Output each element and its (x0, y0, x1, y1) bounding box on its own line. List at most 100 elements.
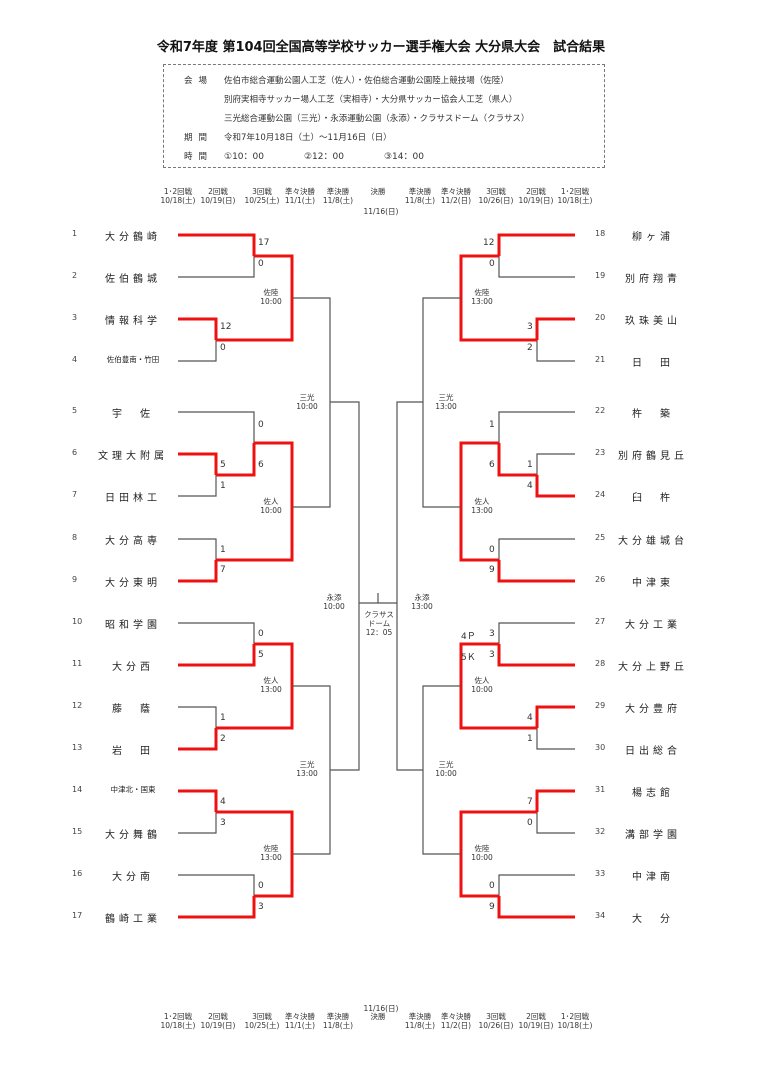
score-team-8: 1 (220, 545, 226, 555)
round-name: 準々決勝 (441, 187, 471, 196)
line-qf-right-a-bottom (422, 402, 461, 508)
line-team-8 (178, 538, 217, 560)
team-number: 8 (72, 533, 78, 542)
team-name: 大分豊府 (625, 704, 681, 715)
line-winner-8-9 (216, 507, 294, 562)
team-name: 日田林工 (105, 493, 161, 504)
team-name: 昭和学園 (105, 620, 161, 631)
line-winner-14-15 (216, 810, 294, 854)
venue-place: 三光 (438, 760, 454, 769)
line-team-13 (178, 728, 218, 751)
team-name: 大分工業 (625, 620, 681, 631)
final-venue-time: 12：05 (365, 628, 393, 637)
venue-row-3: 三光総合運動公園（三光）・永添運動公園（永添）・クラサスドーム（クラサス） (184, 112, 529, 124)
score-team-13: 2 (220, 734, 226, 744)
round-name: 2回戦 (208, 1012, 228, 1021)
team-number: 26 (595, 575, 606, 584)
round-date: 11/1(土) (284, 196, 316, 205)
round-date: 10/25(土) (244, 196, 280, 205)
final-date-bottom: 11/16(日) (363, 1004, 399, 1013)
team-number: 2 (72, 271, 78, 280)
line-winner-1-2 (254, 254, 294, 298)
team-name: 杵 築 (632, 409, 674, 420)
score-team-24: 4 (527, 481, 533, 491)
round-name: 2回戦 (208, 187, 228, 196)
round-name: 3回戦 (252, 1012, 272, 1021)
venue-time: 10:00 (260, 506, 282, 515)
round-date: 10/26(日) (478, 1021, 514, 1030)
score-team-6: 5 (220, 460, 226, 470)
team-name: 佐伯豊南・竹田 (106, 355, 160, 364)
round-date: 11/8(土) (322, 1021, 354, 1030)
time-slot-2: ②12：00 (303, 152, 344, 162)
team-name: 玖珠美山 (625, 316, 681, 327)
round-name: 1･2回戦 (560, 1012, 590, 1021)
team-number: 17 (72, 911, 83, 920)
line-team-24 (535, 475, 575, 498)
round-name: 決勝 (370, 187, 386, 196)
line-winner-5-67 (254, 441, 294, 507)
score-team-5: 0 (258, 420, 264, 430)
line-sf-left-top (330, 401, 360, 600)
round-date: 11/8(土) (404, 196, 436, 205)
line-winner-6-7 (216, 443, 256, 477)
venue-place: 三光 (438, 393, 454, 402)
team-name: 日出総合 (625, 746, 681, 757)
line-team-4 (178, 340, 217, 362)
score-team-22: 1 (489, 420, 495, 430)
line-team-1 (178, 233, 256, 256)
line-winner-27-28 (459, 642, 499, 686)
team-name: 大分舞鶴 (105, 830, 161, 841)
team-name: 鶴崎工業 (105, 914, 161, 925)
score-team-17: 3 (258, 902, 264, 912)
venue-row-2: 別府実相寺サッカー場人工芝（実相寺）・大分県サッカー協会人工芝（県人） (184, 93, 517, 105)
venue-line-3: 三光総合運動公園（三光）・永添運動公園（永添）・クラサスドーム（クラサス） (224, 114, 530, 124)
line-winner-29-30 (459, 686, 537, 730)
score-team-25: 0 (489, 545, 495, 555)
team-number: 3 (72, 313, 78, 322)
team-number: 13 (72, 743, 83, 752)
line-team-11 (178, 644, 256, 667)
round-name: 1･2回戦 (163, 187, 193, 196)
line-qf-left-b-top (292, 685, 331, 770)
round-date: 11/2(日) (440, 1021, 472, 1030)
round-name: 1･2回戦 (163, 1012, 193, 1021)
team-name: 藤 蔭 (112, 704, 154, 715)
line-team-26 (497, 560, 575, 583)
score-team-30: 1 (527, 734, 533, 744)
venue-place: 佐陸 (474, 844, 490, 853)
venue-place: 永添 (414, 593, 430, 602)
round-name: 準決勝 (326, 187, 350, 196)
line-qf-left-a-bottom (292, 402, 331, 508)
line-team-19 (498, 256, 575, 278)
round-name: 3回戦 (486, 187, 506, 196)
round-name: 3回戦 (486, 1012, 506, 1021)
team-name: 日 田 (632, 358, 674, 369)
line-team-10 (178, 622, 255, 644)
score-team-3: 12 (220, 322, 232, 332)
venue-place: 佐人 (263, 676, 279, 685)
line-team-25 (498, 538, 575, 560)
round-name: 準決勝 (408, 187, 432, 196)
round-date: 11/2(日) (440, 196, 472, 205)
round-name: 2回戦 (526, 187, 546, 196)
team-number: 20 (595, 313, 606, 322)
